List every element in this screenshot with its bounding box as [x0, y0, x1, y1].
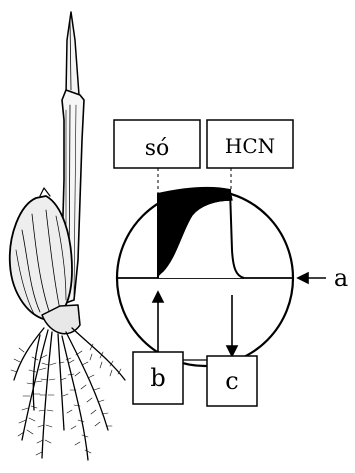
- salt-label: só: [145, 136, 170, 161]
- plant-illustration: [10, 12, 125, 460]
- c-label: c: [225, 367, 238, 395]
- b-label: b: [150, 364, 165, 392]
- root-hairs: [11, 344, 121, 455]
- coleoptile-tip: [66, 12, 79, 95]
- hcn-label: HCN: [225, 134, 275, 158]
- a-label: a: [334, 264, 348, 292]
- roots: [14, 328, 125, 460]
- recording-diagram: [114, 120, 326, 406]
- arrow-a: [298, 273, 326, 283]
